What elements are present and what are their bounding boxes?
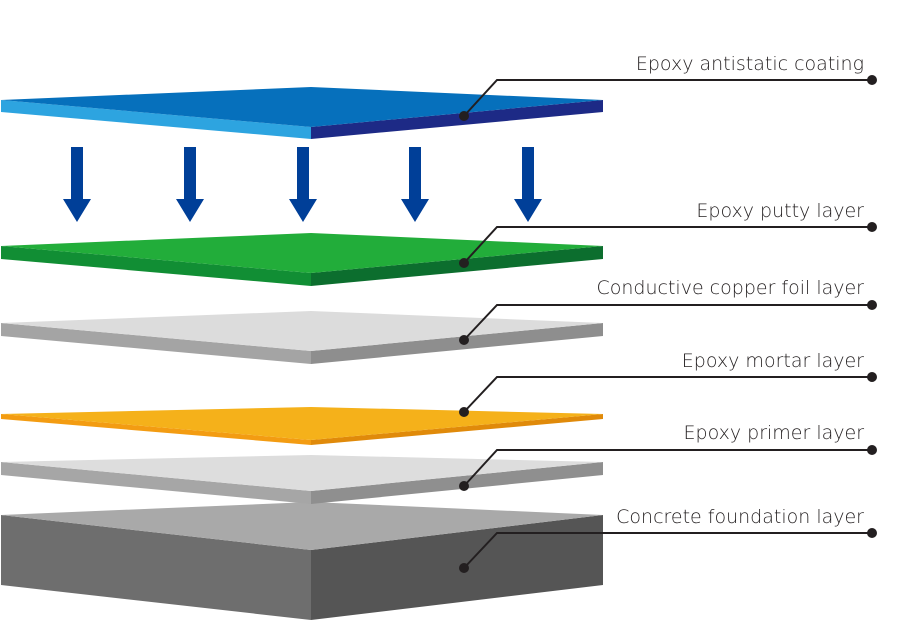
slab-top-face	[1, 455, 603, 491]
leader-dot-start	[459, 111, 469, 121]
leader-line	[463, 449, 872, 487]
leader-dot-end	[867, 222, 877, 232]
downward-arrows	[63, 147, 542, 222]
leader-line	[463, 79, 872, 117]
leader-epoxy-mortar-layer	[459, 372, 877, 417]
leader-line	[463, 376, 872, 413]
down-arrow-icon	[63, 147, 91, 222]
leader-epoxy-antistatic-coating	[459, 75, 877, 121]
slab-left-face	[1, 100, 311, 139]
slab-concrete-foundation-layer	[1, 502, 603, 620]
leader-dot-end	[867, 75, 877, 85]
slab-left-face	[1, 246, 311, 286]
leader-line	[463, 304, 872, 341]
leader-conductive-copper-foil-layer	[459, 300, 877, 345]
slab-right-face	[311, 462, 603, 504]
label-epoxy-mortar-layer: Epoxy mortar layer	[682, 350, 864, 372]
slab-right-face	[311, 100, 603, 139]
leader-epoxy-primer-layer	[459, 445, 877, 491]
down-arrow-icon	[401, 147, 429, 222]
slab-epoxy-mortar-layer	[1, 407, 603, 445]
slab-left-face	[1, 462, 311, 504]
slab-conductive-copper-foil-layer	[1, 311, 603, 364]
leader-epoxy-putty-layer	[459, 222, 877, 268]
slab-epoxy-antistatic-coating	[1, 87, 603, 139]
slab-epoxy-primer-layer	[1, 455, 603, 504]
label-concrete-foundation-layer: Concrete foundation layer	[616, 506, 864, 528]
leader-line	[463, 532, 872, 569]
leader-dot-end	[867, 445, 877, 455]
slab-right-face	[311, 246, 603, 286]
slab-left-face	[1, 323, 311, 364]
slab-top-face	[1, 502, 603, 550]
down-arrow-icon	[176, 147, 204, 222]
slab-top-face	[1, 87, 603, 127]
leader-dot-start	[459, 258, 469, 268]
leader-concrete-foundation-layer	[459, 528, 877, 573]
slab-top-face	[1, 407, 603, 440]
label-epoxy-putty-layer: Epoxy putty layer	[696, 200, 864, 222]
slab-epoxy-putty-layer	[1, 233, 603, 286]
slab-left-face	[1, 414, 311, 445]
label-epoxy-primer-layer: Epoxy primer layer	[684, 422, 865, 444]
slab-top-face	[1, 233, 603, 273]
leader-dot-end	[867, 528, 877, 538]
label-epoxy-antistatic-coating: Epoxy antistatic coating	[636, 53, 864, 75]
leader-lines	[459, 75, 877, 573]
down-arrow-icon	[514, 147, 542, 222]
leader-dot-start	[459, 407, 469, 417]
slab-right-face	[311, 323, 603, 364]
down-arrow-icon	[289, 147, 317, 222]
slab-right-face	[311, 414, 603, 445]
label-conductive-copper-foil-layer: Conductive copper foil layer	[597, 277, 865, 299]
leader-line	[463, 226, 872, 264]
leader-dot-end	[867, 300, 877, 310]
leader-dot-start	[459, 335, 469, 345]
layer-slabs	[1, 87, 603, 620]
leader-dot-start	[459, 563, 469, 573]
slab-top-face	[1, 311, 603, 351]
leader-dot-end	[867, 372, 877, 382]
leader-dot-start	[459, 481, 469, 491]
